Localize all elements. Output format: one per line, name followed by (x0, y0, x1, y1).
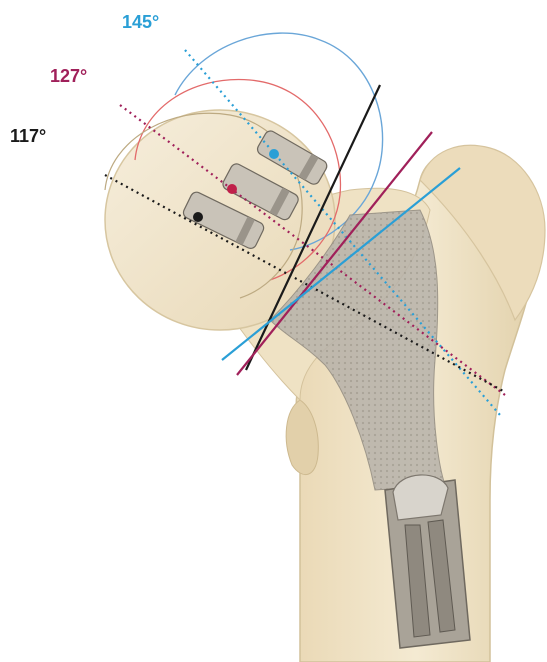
label-127: 127° (50, 66, 87, 86)
dot-127 (227, 184, 237, 194)
dot-145 (269, 149, 279, 159)
dot-117 (193, 212, 203, 222)
label-117: 117° (10, 126, 46, 146)
femur-bone (105, 110, 545, 662)
label-145: 145° (122, 12, 159, 32)
angle-labels: 145° 127° 117° (10, 12, 159, 146)
stem-cap (393, 475, 448, 520)
